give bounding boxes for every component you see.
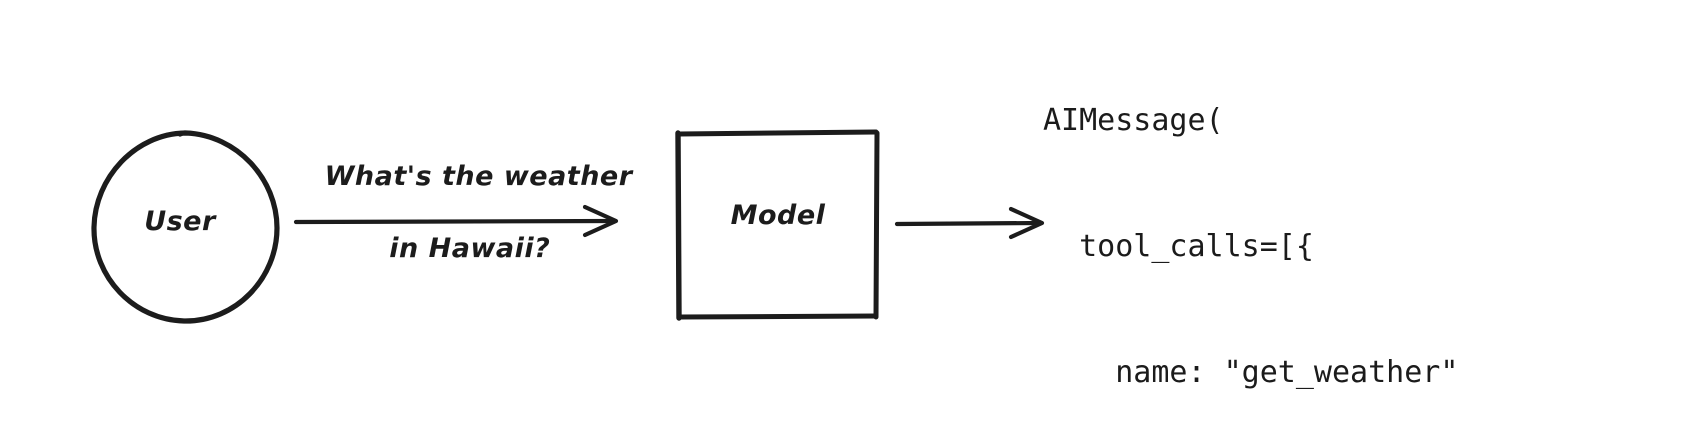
code-line: tool_calls=[{ [1043,229,1314,264]
code-line: name: "get_weather" [1043,355,1459,390]
user-node-circle [91,130,280,324]
model-node-label: Model [730,200,826,231]
arrow-user-to-model-icon [293,204,619,238]
ai-message-output-code: AIMessage( tool_calls=[{ name: "get_weat… [1043,16,1495,432]
edge-label-line-1: What's the weather [324,161,633,192]
code-line: AIMessage( [1043,103,1224,138]
model-node-box [675,129,880,321]
edge-label-user-question: What's the weather in Hawaii? [285,123,632,303]
user-node-label: User [144,206,216,237]
arrow-model-to-output-icon [894,206,1045,240]
edge-label-line-2: in Hawaii? [389,233,551,264]
